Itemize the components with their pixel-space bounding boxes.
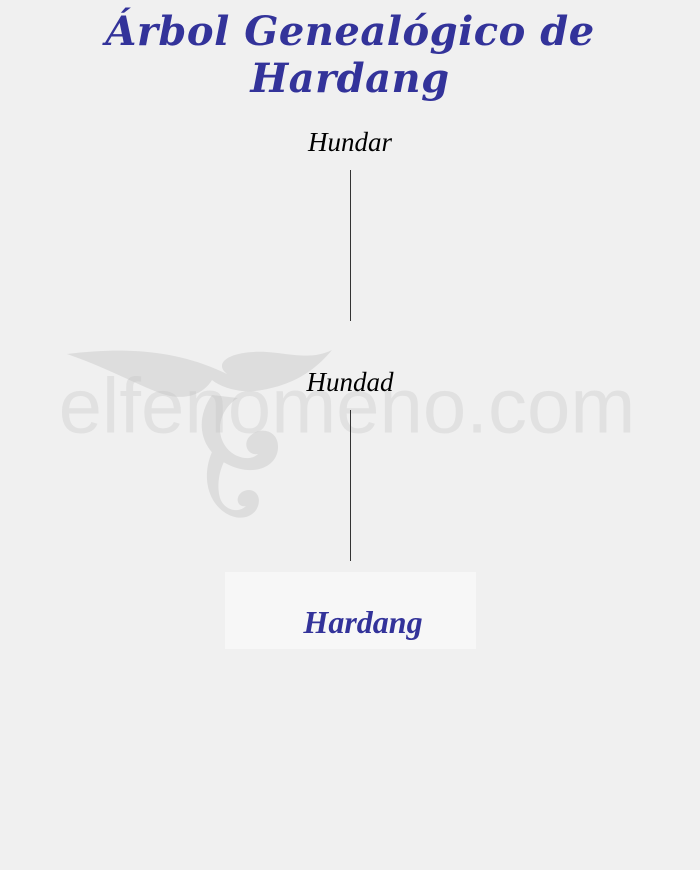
subject-node-name: Hardang [303,604,423,640]
subject-node-box: Hardang [225,572,476,649]
watermark-logo: elfenomeno.com [59,340,635,535]
ancestor-node-hundar: Hundar [307,127,392,157]
tree-connector-line [350,410,351,561]
page-title: Árbol Genealógico de Hardang [105,8,595,102]
ancestor-node-hundad: Hundad [306,367,394,397]
watermark-text: elfenomeno.com [62,362,632,450]
tree-connector-line [350,170,351,321]
dragon-watermark-icon: elfenomeno.com [59,350,635,518]
